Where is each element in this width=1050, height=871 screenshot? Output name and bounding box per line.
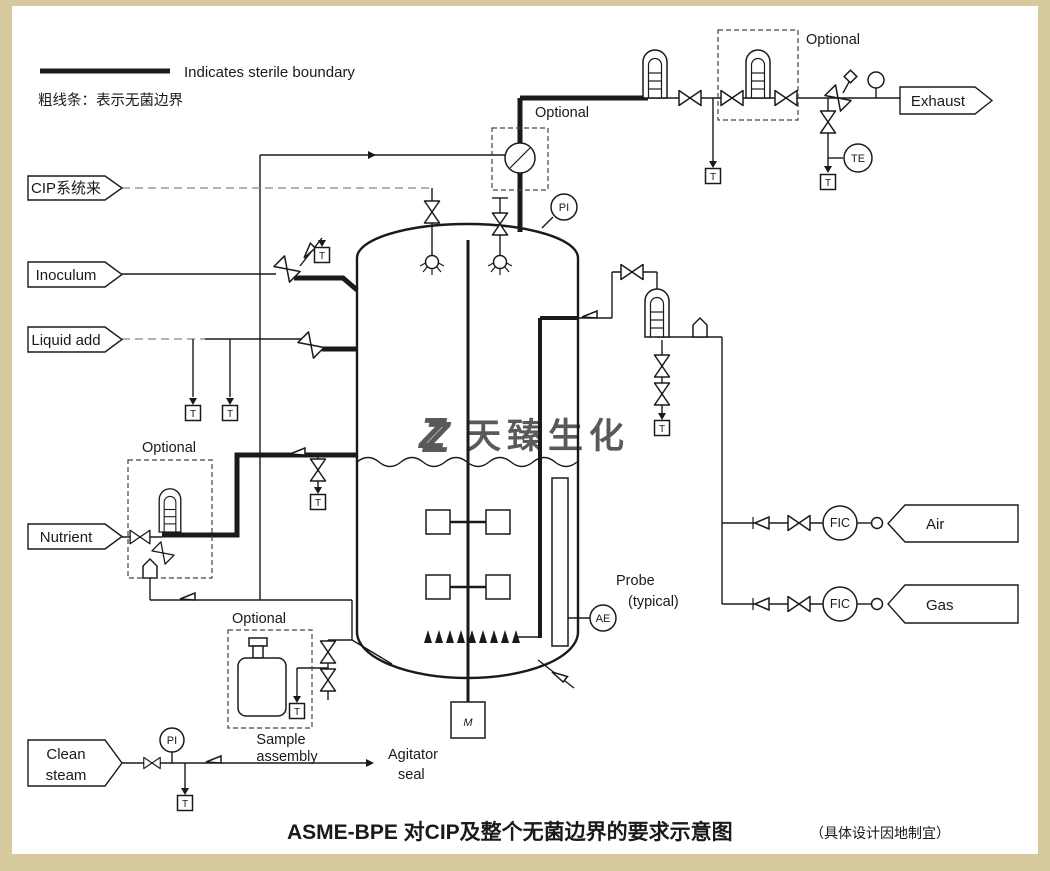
diagram-title: ASME-BPE 对CIP及整个无菌边界的要求示意图 <box>287 820 733 844</box>
legend-label: Indicates sterile boundary <box>184 64 355 81</box>
optional-label-condenser: Optional <box>535 105 589 121</box>
steam-trap-tag: T <box>309 493 327 511</box>
sample-bottle <box>237 637 287 717</box>
svg-text:PI: PI <box>167 735 177 747</box>
svg-text:T: T <box>182 799 188 810</box>
sparge-filter-icon <box>644 288 670 338</box>
instrument-TE: TE <box>843 143 873 173</box>
svg-text:T: T <box>227 409 233 420</box>
svg-text:Liquid add: Liquid add <box>31 332 100 349</box>
agitator-motor: M <box>450 701 486 739</box>
regulator-icon <box>867 71 885 89</box>
valves <box>129 71 885 770</box>
svg-text:T: T <box>710 172 716 183</box>
svg-text:Gas: Gas <box>926 597 954 614</box>
sterile-boundary-piping <box>40 68 648 638</box>
svg-text:Air: Air <box>926 516 944 533</box>
svg-text:CIP系统来: CIP系统来 <box>31 180 101 197</box>
svg-text:T: T <box>190 409 196 420</box>
reducer-icon <box>870 597 884 611</box>
steam-trap-tag: T <box>184 404 202 422</box>
steam-trap-tag: T <box>704 167 722 185</box>
instrument-AE: AE <box>589 604 617 632</box>
probe-label-1: Probe <box>616 573 655 589</box>
instrument-FIC-air: FIC <box>822 505 858 541</box>
sparger <box>424 630 540 643</box>
svg-text:Nutrient: Nutrient <box>40 529 93 546</box>
legend-label-cn: 粗线条：表示无菌边界 <box>38 92 183 109</box>
instrument-PI-steam: PI <box>159 727 185 753</box>
sample-label-2: assembly <box>256 749 318 765</box>
instrument-FIC-gas: FIC <box>822 586 858 622</box>
sample-label-1: Sample <box>256 732 305 748</box>
probe <box>551 477 569 647</box>
svg-text:T: T <box>294 707 300 718</box>
svg-text:AE: AE <box>596 613 611 625</box>
steam-trap-tag: T <box>819 173 837 191</box>
agitator-seal-label-1: Agitator <box>388 747 438 763</box>
optional-box-vent-filter <box>717 29 799 121</box>
optional-label-nutrient: Optional <box>142 440 196 456</box>
svg-text:Exhaust: Exhaust <box>911 93 966 110</box>
svg-text:PI: PI <box>559 202 569 214</box>
steam-traps: T T T T T T T T T <box>176 167 837 812</box>
svg-text:FIC: FIC <box>830 597 850 611</box>
tag-liquid-add: Liquid add <box>27 326 124 353</box>
nutrient-filter-icon <box>158 488 182 533</box>
steam-trap-tag: T <box>313 246 331 264</box>
steam-trap-tag: T <box>653 419 671 437</box>
optional-box-nutrient-filter <box>127 459 213 579</box>
agitator-seal-label-2: seal <box>398 767 425 783</box>
steam-trap-tag: T <box>176 794 194 812</box>
tag-inoculum: Inoculum <box>27 261 124 288</box>
svg-text:M: M <box>463 717 473 729</box>
watermark: Z Z 天臻生化 <box>417 409 630 462</box>
vent-filter-icon <box>642 49 668 99</box>
tag-exhaust: Exhaust <box>899 86 994 115</box>
svg-text:Inoculum: Inoculum <box>36 267 97 284</box>
svg-text:Clean: Clean <box>46 746 85 763</box>
optional-label-sample: Optional <box>232 611 286 627</box>
agitator <box>425 240 511 702</box>
steam-trap-tag: T <box>288 702 306 720</box>
tag-air: Air <box>887 504 1019 543</box>
optional-vent-filter-icon <box>745 49 771 99</box>
svg-text:steam: steam <box>46 767 87 784</box>
tag-gas: Gas <box>887 584 1019 624</box>
svg-text:T: T <box>659 424 665 435</box>
svg-text:T: T <box>319 251 325 262</box>
watermark-logo: Z <box>417 409 448 458</box>
svg-text:TE: TE <box>851 153 865 165</box>
sightglass-icon <box>504 142 536 174</box>
watermark-name: 天臻生化 <box>466 417 630 456</box>
svg-text:FIC: FIC <box>830 516 850 530</box>
optional-box-sample <box>227 629 313 729</box>
svg-text:T: T <box>825 178 831 189</box>
reducer-icon <box>870 516 884 530</box>
watermark-logo-shadow: Z <box>421 413 452 462</box>
optional-box-condenser <box>491 127 549 191</box>
tag-cip: CIP系统来 <box>27 175 124 201</box>
probe-label-2: (typical) <box>628 594 679 610</box>
tag-clean-steam: Clean steam <box>27 739 123 787</box>
instrument-PI-top: PI <box>550 193 578 221</box>
optional-label-vent: Optional <box>806 32 860 48</box>
steam-trap-tag: T <box>221 404 239 422</box>
svg-text:T: T <box>315 498 321 509</box>
diagram-title-note: （具体设计因地制宜） <box>810 825 950 841</box>
tag-nutrient: Nutrient <box>27 523 124 550</box>
